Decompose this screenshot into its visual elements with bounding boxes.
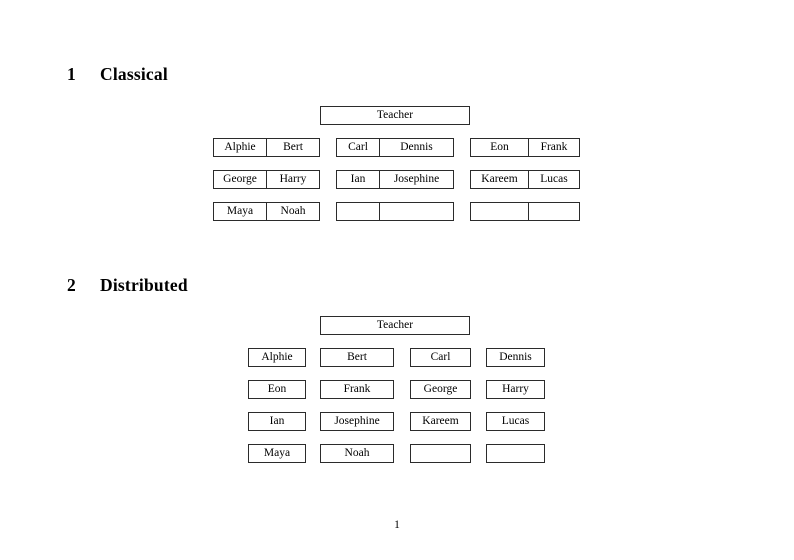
seat-cell: Josephine [379, 170, 454, 189]
seat-box: Josephine [320, 412, 394, 431]
seat-cell-empty [470, 202, 529, 221]
seat-box: Kareem [410, 412, 471, 431]
section-heading-classical: 1 Classical [67, 64, 168, 85]
seat-cell: Carl [336, 138, 380, 157]
seat-box: Ian [248, 412, 306, 431]
seat-cell-empty [379, 202, 454, 221]
teacher-box-classical: Teacher [320, 106, 470, 125]
seat-cell: George [213, 170, 267, 189]
section-heading-distributed: 2 Distributed [67, 275, 188, 296]
seat-box-empty [410, 444, 471, 463]
teacher-box-distributed: Teacher [320, 316, 470, 335]
seat-group-row [470, 202, 580, 221]
section-title: Distributed [100, 275, 188, 295]
seat-cell: Ian [336, 170, 380, 189]
seat-cell: Alphie [213, 138, 267, 157]
seat-cell: Frank [528, 138, 580, 157]
seat-cell: Harry [266, 170, 320, 189]
seat-group-row [336, 202, 454, 221]
seat-cell: Dennis [379, 138, 454, 157]
page-number: 1 [394, 519, 400, 531]
seat-box: Maya [248, 444, 306, 463]
seat-cell: Lucas [528, 170, 580, 189]
seat-box: Eon [248, 380, 306, 399]
seat-cell-empty [336, 202, 380, 221]
section-number: 1 [67, 64, 76, 84]
seat-box: George [410, 380, 471, 399]
seat-box: Frank [320, 380, 394, 399]
seat-box: Lucas [486, 412, 545, 431]
seat-cell: Maya [213, 202, 267, 221]
seat-box: Alphie [248, 348, 306, 367]
seat-box: Harry [486, 380, 545, 399]
seat-box: Noah [320, 444, 394, 463]
seat-cell: Bert [266, 138, 320, 157]
seat-cell: Kareem [470, 170, 529, 189]
seat-cell: Noah [266, 202, 320, 221]
seat-box-empty [486, 444, 545, 463]
seat-cell-empty [528, 202, 580, 221]
section-title: Classical [100, 64, 168, 84]
section-number: 2 [67, 275, 76, 295]
seat-box: Bert [320, 348, 394, 367]
seat-box: Carl [410, 348, 471, 367]
seat-box: Dennis [486, 348, 545, 367]
seat-cell: Eon [470, 138, 529, 157]
